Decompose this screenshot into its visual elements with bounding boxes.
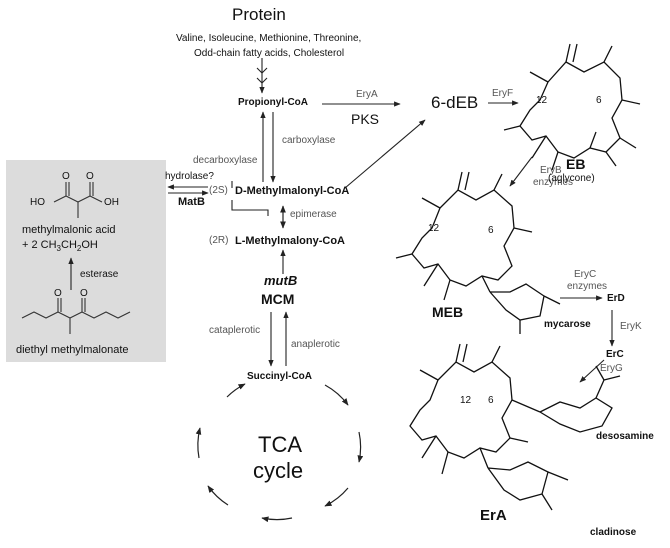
eb-structure (503, 43, 641, 171)
pks-arrow-from-dmm (344, 119, 426, 189)
methylmalonyl-bracket (231, 200, 269, 216)
atom-o-4: O (80, 288, 88, 299)
era-ring-12: 12 (460, 395, 472, 406)
source-arrows (256, 58, 268, 94)
eb-ring-6: 6 (596, 95, 602, 106)
eb-ring-12: 12 (536, 95, 548, 106)
era-structure (409, 343, 621, 511)
eb-aglycone-label: (aglycone) (548, 173, 595, 184)
esterase-label: esterase (80, 269, 119, 280)
decarboxylase-label: decarboxylase (193, 155, 258, 166)
tca-label: TCA (258, 432, 302, 457)
six-deb-label: 6-dEB (431, 93, 479, 112)
meb-ring-12: 12 (428, 223, 440, 234)
side-panel (6, 160, 166, 362)
desosamine-label: desosamine (596, 431, 654, 442)
l-methylmalonyl-coa: L-Methylmalony-CoA (235, 235, 345, 247)
methylmalonic-acid-structure (53, 182, 103, 218)
meb-ring-6: 6 (488, 225, 494, 236)
eryk-label: EryK (620, 321, 642, 332)
erya-label: EryA (356, 89, 378, 100)
atom-oh: OH (104, 197, 119, 208)
eryb-arrow (509, 156, 533, 187)
eb-label: EB (566, 156, 586, 172)
epimerase-label: epimerase (290, 209, 337, 220)
atom-o-3: O (54, 288, 62, 299)
eryg-label: EryG (600, 363, 623, 374)
erd-label: ErD (607, 293, 625, 304)
acid-line1: methylmalonic acid (22, 224, 116, 236)
eryc-label: EryC (574, 269, 597, 280)
pks-label: PKS (351, 111, 380, 127)
protein-label: Protein (232, 5, 286, 24)
ester-label: diethyl methylmalonate (16, 344, 129, 356)
d-methylmalonyl-coa: D-Methylmalonyl-CoA (235, 185, 350, 197)
succinyl-coa: Succinyl-CoA (247, 371, 313, 382)
era-ring-6: 6 (488, 395, 494, 406)
atom-o-2: O (86, 171, 94, 182)
hydrolase-label: hydrolase? (165, 171, 214, 182)
cladinose-label: cladinose (590, 527, 637, 538)
anaplerotic-label: anaplerotic (291, 339, 340, 350)
mycarose-label: mycarose (544, 319, 591, 330)
eryg-arrow (579, 359, 605, 383)
mutb-label: mutB (264, 273, 298, 288)
atom-o-1: O (62, 171, 70, 182)
eryb-label: EryB (540, 165, 562, 176)
atom-ho: HO (30, 197, 45, 208)
eryf-label: EryF (492, 88, 514, 99)
erc-label: ErC (606, 349, 624, 360)
diethyl-methylmalonate-structure (21, 298, 131, 334)
meb-structure (395, 171, 561, 334)
propionyl-coa: Propionyl-CoA (238, 97, 308, 108)
matb-label: MatB (178, 196, 205, 208)
sources-line2: Odd-chain fatty acids, Cholesterol (194, 48, 345, 59)
eryc-enzymes-label: enzymes (567, 281, 608, 292)
acid-line2: + 2 CH3CH2OH (22, 239, 98, 253)
era-label: ErA (480, 507, 507, 524)
d-methylmalonyl-prefix: (2S) (209, 185, 228, 196)
tca-cycle-ring (195, 383, 364, 523)
meb-label: MEB (432, 304, 464, 320)
mcm-label: MCM (261, 291, 295, 307)
cataplerotic-label: cataplerotic (209, 325, 261, 336)
l-methylmalonyl-prefix: (2R) (209, 235, 229, 246)
sources-line1: Valine, Isoleucine, Methionine, Threonin… (176, 33, 362, 44)
carboxylase-label: carboxylase (282, 135, 336, 146)
cycle-label: cycle (253, 458, 304, 483)
eryb-enzymes-label: enzymes (533, 177, 574, 188)
